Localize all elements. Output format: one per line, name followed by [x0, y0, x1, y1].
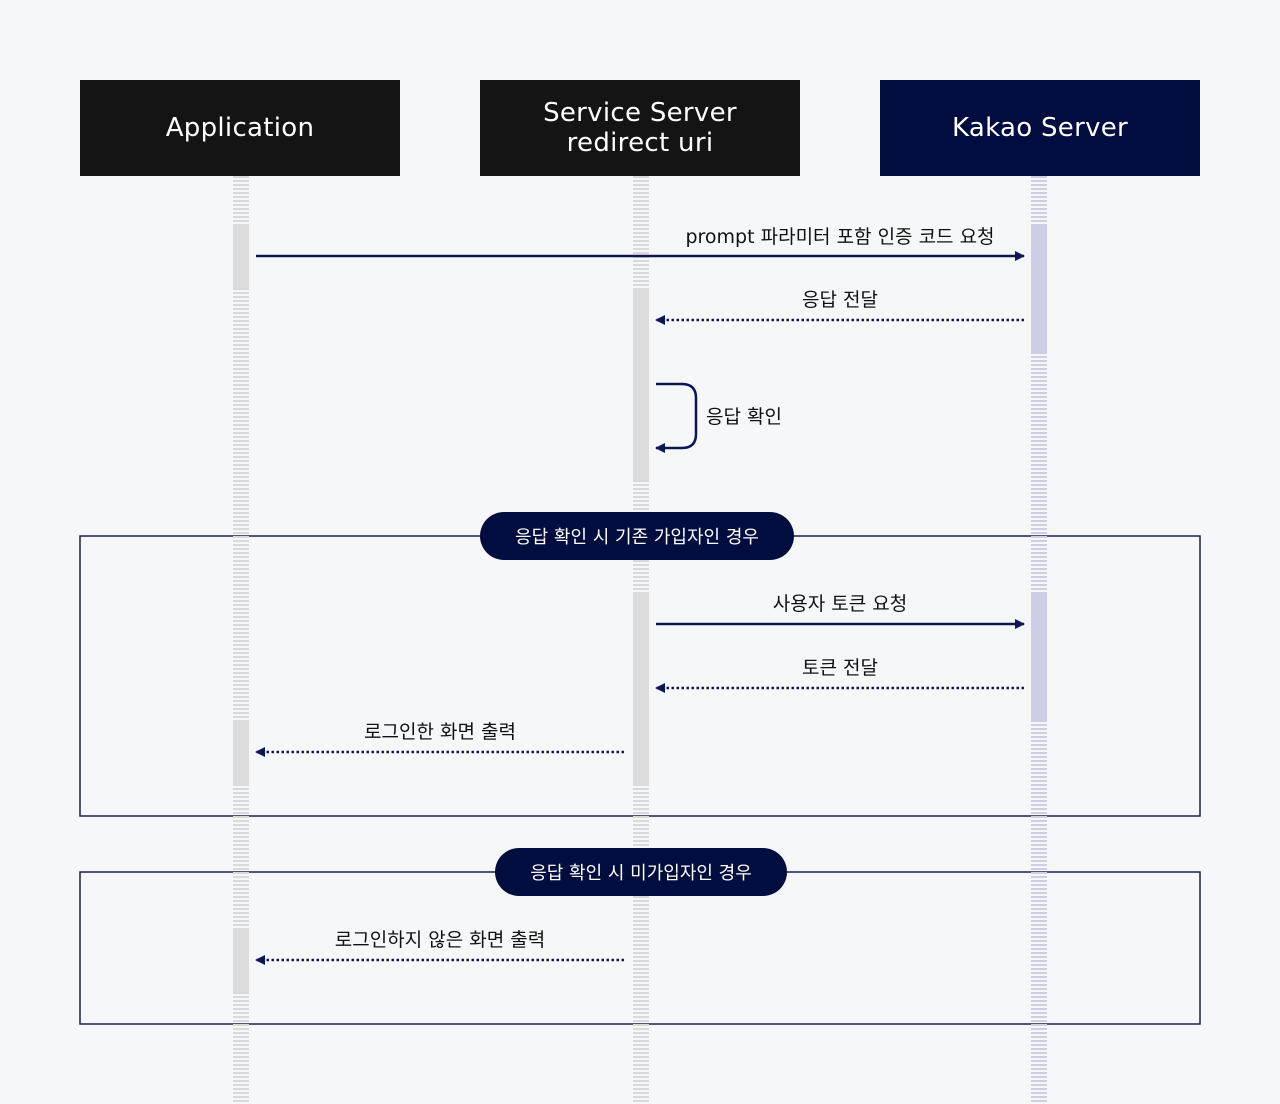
message-label-user-token-request: 사용자 토큰 요청	[772, 593, 908, 615]
message-label-response-delivery: 응답 전달	[802, 289, 878, 311]
activation-service-2	[633, 592, 649, 786]
message-label-response-check: 응답 확인	[706, 406, 782, 428]
message-label-not-logged-in-screen: 로그인하지 않은 화면 출력	[334, 929, 546, 951]
activation-application-2	[233, 720, 249, 786]
message-label-token-delivery: 토큰 전달	[802, 657, 878, 679]
arrow-response-check	[655, 382, 698, 453]
actor-kakao-server-label: Kakao Server	[951, 113, 1129, 143]
actor-kakao-server: Kakao Server	[880, 80, 1200, 176]
lifeline-application	[233, 176, 249, 1104]
fragment-label-existing-member: 응답 확인 시 기존 가입자인 경우	[480, 512, 794, 560]
activation-application-3	[233, 928, 249, 992]
actor-application-label: Application	[165, 113, 315, 143]
activation-kakao-2	[1031, 592, 1047, 722]
activation-application-1	[233, 224, 249, 288]
actor-service-server: Service Server redirect uri	[480, 80, 800, 176]
actor-service-server-label: Service Server redirect uri	[543, 98, 737, 158]
actor-application: Application	[80, 80, 400, 176]
activation-kakao-1	[1031, 224, 1047, 352]
message-label-logged-in-screen: 로그인한 화면 출력	[364, 721, 516, 743]
fragment-label-new-member: 응답 확인 시 미가입자인 경우	[495, 848, 787, 896]
message-label-auth-code-request: prompt 파라미터 포함 인증 코드 요청	[685, 226, 995, 248]
activation-service-1	[633, 288, 649, 480]
